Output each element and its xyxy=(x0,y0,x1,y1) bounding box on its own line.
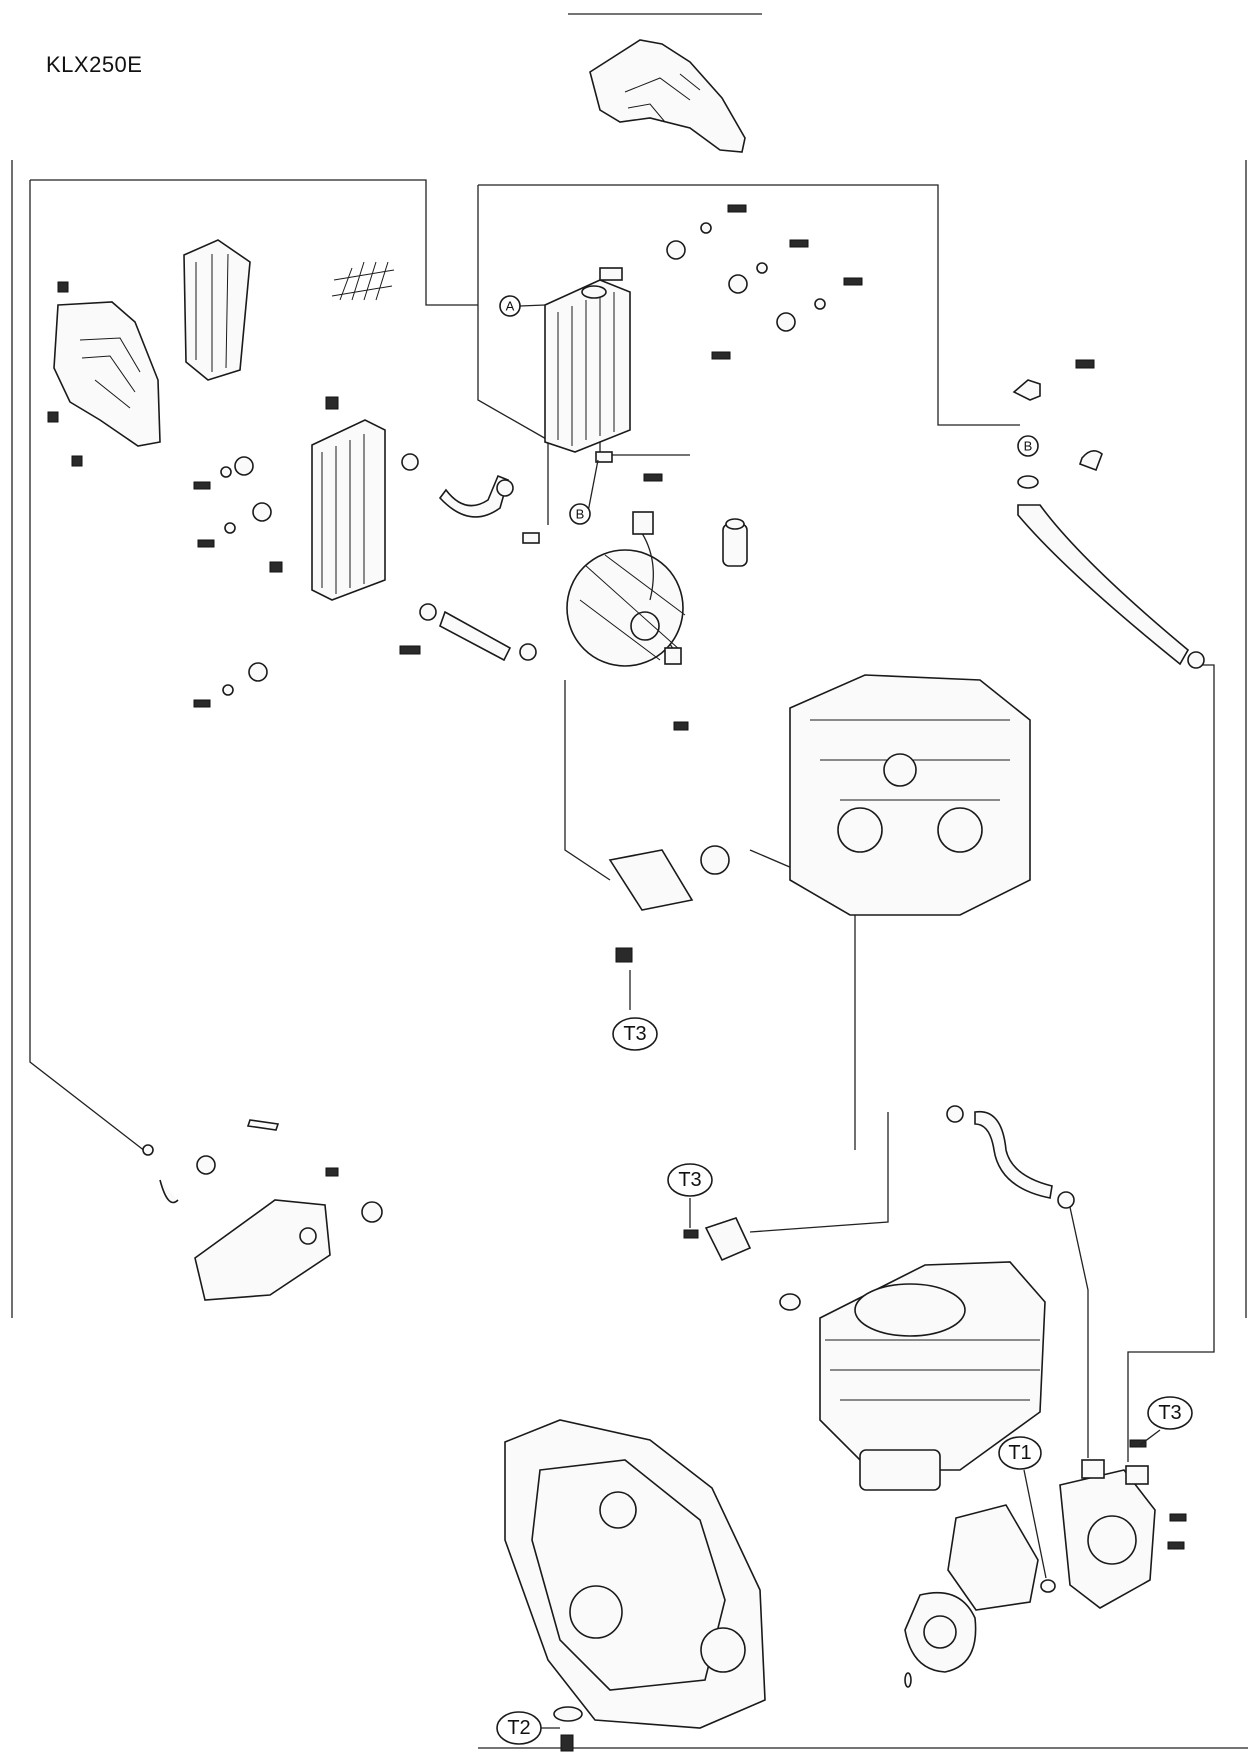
frame-lines xyxy=(11,160,1248,1749)
coolant-reservoir-cap xyxy=(722,518,748,567)
lower-hoses xyxy=(683,1105,1075,1311)
right-radiator-mounts xyxy=(522,204,863,544)
callout-a: A xyxy=(499,295,546,317)
callout-t1-text: T1 xyxy=(1008,1442,1031,1464)
callout-b-right: B xyxy=(1017,435,1039,457)
right-hose-assembly xyxy=(1012,359,1205,669)
callout-t1: T1 xyxy=(998,1436,1047,1579)
callout-t3-pump-text: T3 xyxy=(1158,1402,1181,1424)
thermostat-housing xyxy=(608,845,730,1010)
cylinder-block xyxy=(819,1261,1046,1491)
callout-b-right-text: B xyxy=(1024,439,1033,454)
left-radiator xyxy=(311,396,437,655)
model-label: KLX250E xyxy=(46,52,143,77)
left-louver-grill xyxy=(183,239,251,381)
callout-t2-text: T2 xyxy=(507,1717,530,1739)
left-shroud-panel xyxy=(47,281,161,467)
left-fin-grill xyxy=(331,261,395,301)
cooling-fan xyxy=(566,511,689,731)
radiator-shroud-top xyxy=(589,39,746,153)
left-radiator-mounts xyxy=(193,456,283,708)
callout-t3-cylinder-text: T3 xyxy=(678,1169,701,1191)
radiator-hoses xyxy=(438,474,537,662)
callout-b-left: B xyxy=(569,459,599,525)
reserve-tank xyxy=(142,1119,383,1301)
engine-side-cover xyxy=(504,1419,766,1752)
cylinder-head xyxy=(789,674,1031,916)
water-pump xyxy=(904,1439,1187,1688)
callout-a-text: A xyxy=(506,299,515,314)
callout-b-left-text: B xyxy=(576,507,585,522)
callout-t3-cylinder: T3 xyxy=(667,1163,713,1228)
callout-t3-pump: T3 xyxy=(1139,1396,1193,1446)
callout-t3-thermostat-text: T3 xyxy=(623,1023,646,1045)
callout-t3-thermostat: T3 xyxy=(612,1017,658,1051)
callout-t2: T2 xyxy=(496,1711,560,1745)
right-radiator xyxy=(544,267,631,453)
